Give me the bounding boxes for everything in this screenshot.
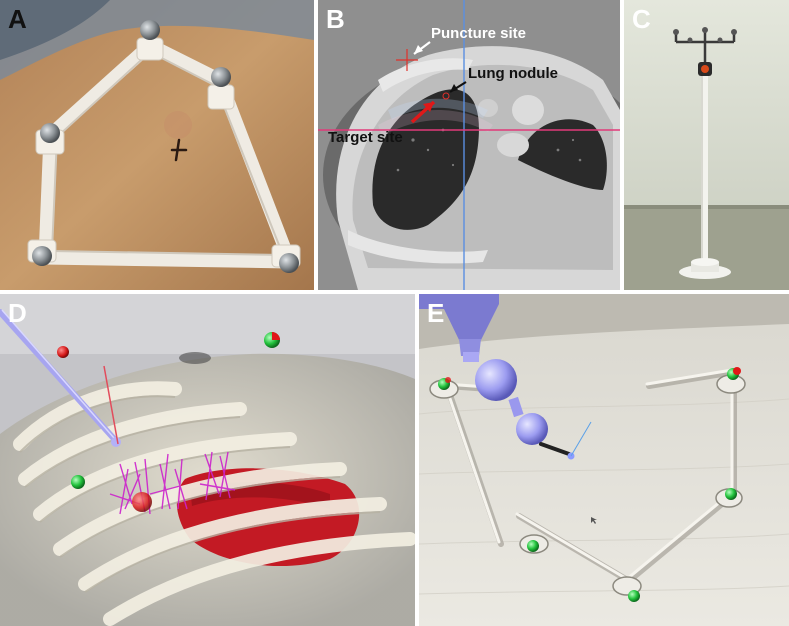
virtual-needle-icon	[419, 294, 592, 460]
green-marker-icon	[725, 488, 737, 500]
virtual-needle-icon	[0, 309, 121, 447]
skin-cross-mark-icon	[170, 138, 188, 162]
marker-sphere-icon	[140, 20, 160, 40]
3d-skin-frame-reconstruction	[419, 294, 789, 626]
nodule-3d-icon	[132, 492, 152, 512]
red-green-marker-icon	[264, 332, 280, 348]
puncture-site-label: Puncture site	[431, 25, 527, 42]
marker-sphere-icon	[32, 246, 52, 266]
nodule-arrow-icon	[449, 81, 467, 93]
skin-marker-frame-photo	[0, 0, 314, 290]
tracking-array-icon	[674, 32, 736, 66]
marker-sphere-icon	[279, 253, 299, 273]
3d-chest-reconstruction	[0, 294, 415, 626]
navigation-stand-photo	[624, 0, 789, 290]
puncture-site-crosshair-icon	[396, 49, 418, 71]
lung-nodule-label: Lung nodule	[468, 65, 558, 82]
green-marker-icon	[527, 540, 539, 552]
target-site-label: Target site	[328, 129, 403, 146]
panel-label-b: B	[326, 4, 345, 34]
mouse-cursor-icon	[591, 517, 597, 524]
marker-sphere-icon	[40, 123, 60, 143]
red-marker-icon	[57, 346, 69, 358]
panel-b: B Puncture site Lung nodule Target site	[318, 0, 620, 290]
panel-d: D	[0, 294, 415, 626]
panel-e: E	[419, 294, 789, 626]
green-marker-icon	[628, 590, 640, 602]
vessel-tree	[109, 451, 236, 515]
ct-crosshair	[318, 0, 620, 290]
panel-label-c: C	[632, 4, 651, 34]
ct-scan-image	[318, 0, 620, 290]
target-arrow-icon	[410, 100, 436, 124]
panel-label-d: D	[8, 298, 27, 328]
marker-spheres	[32, 20, 299, 273]
panel-label-e: E	[427, 298, 445, 328]
panel-c: C	[624, 0, 789, 290]
panel-label-a: A	[8, 4, 27, 34]
green-marker-icon	[71, 475, 85, 489]
puncture-arrow-icon	[413, 41, 431, 55]
panel-a: A	[0, 0, 314, 290]
marker-sphere-icon	[211, 67, 231, 87]
nodule-marker-icon	[442, 92, 450, 100]
